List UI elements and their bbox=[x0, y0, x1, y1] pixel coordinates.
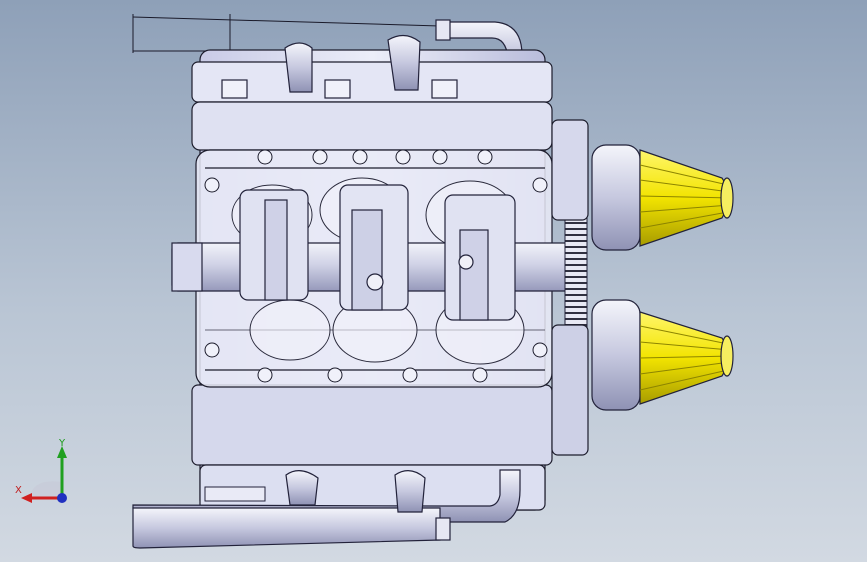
y-axis-label: Y bbox=[59, 438, 66, 449]
bottom-exhaust-pipe bbox=[132, 469, 521, 549]
head-bolts-top bbox=[204, 149, 548, 383]
crankshaft bbox=[171, 184, 573, 321]
air-filter-lower bbox=[591, 299, 734, 411]
exhaust-ports-top bbox=[221, 34, 458, 99]
bottom-bracket bbox=[204, 486, 266, 502]
timing-gear bbox=[564, 207, 588, 329]
orientation-triad: Y X bbox=[12, 438, 82, 510]
x-axis-label: X bbox=[15, 485, 22, 496]
axis-triad-icon bbox=[21, 446, 67, 503]
air-filter-upper bbox=[591, 144, 734, 251]
side-covers bbox=[551, 119, 589, 456]
